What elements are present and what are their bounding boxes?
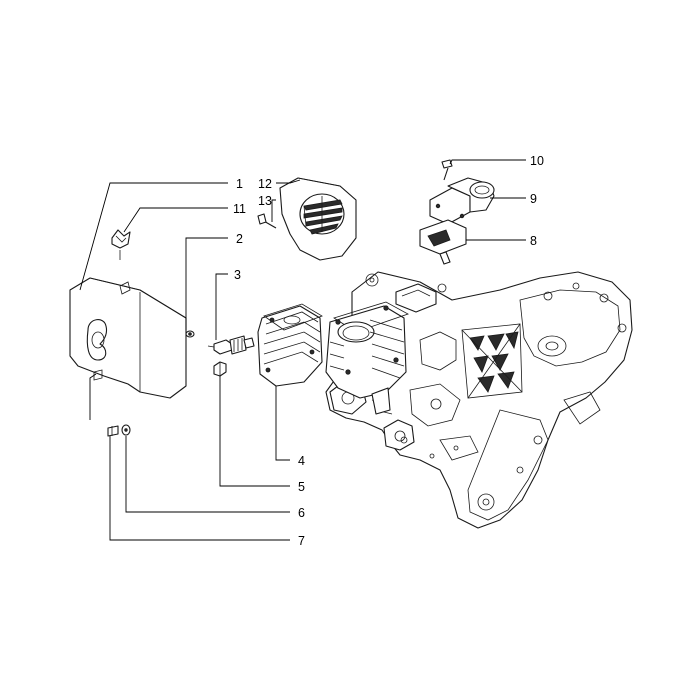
callout-2: 2 bbox=[236, 232, 243, 246]
callout-labels: 1 11 2 3 4 5 6 7 12 13 10 9 8 bbox=[233, 154, 544, 548]
callout-6: 6 bbox=[298, 506, 305, 520]
callout-9: 9 bbox=[530, 192, 537, 206]
screw-13 bbox=[257, 213, 277, 229]
callout-5: 5 bbox=[298, 480, 305, 494]
callout-1: 1 bbox=[236, 177, 243, 191]
callout-10: 10 bbox=[530, 154, 544, 168]
intake-manifold bbox=[429, 177, 495, 225]
fan-cover bbox=[279, 177, 357, 261]
spark-plug bbox=[207, 335, 255, 355]
cooling-hood bbox=[69, 277, 187, 399]
callout-8: 8 bbox=[530, 234, 537, 248]
callout-3: 3 bbox=[234, 268, 241, 282]
screw-7 bbox=[107, 425, 119, 437]
cylinder-head bbox=[257, 303, 323, 387]
callout-13: 13 bbox=[258, 194, 272, 208]
reed-valve bbox=[419, 219, 467, 265]
cylinder bbox=[325, 301, 409, 415]
callout-4: 4 bbox=[298, 454, 305, 468]
screw-10 bbox=[441, 159, 453, 181]
leader-lines bbox=[79, 159, 526, 541]
callout-7: 7 bbox=[298, 534, 305, 548]
nut bbox=[213, 361, 227, 377]
callout-12: 12 bbox=[258, 177, 272, 191]
clip bbox=[111, 229, 131, 260]
callout-11: 11 bbox=[233, 202, 246, 216]
screw-washer-2 bbox=[185, 330, 195, 338]
washer-6 bbox=[121, 424, 131, 436]
